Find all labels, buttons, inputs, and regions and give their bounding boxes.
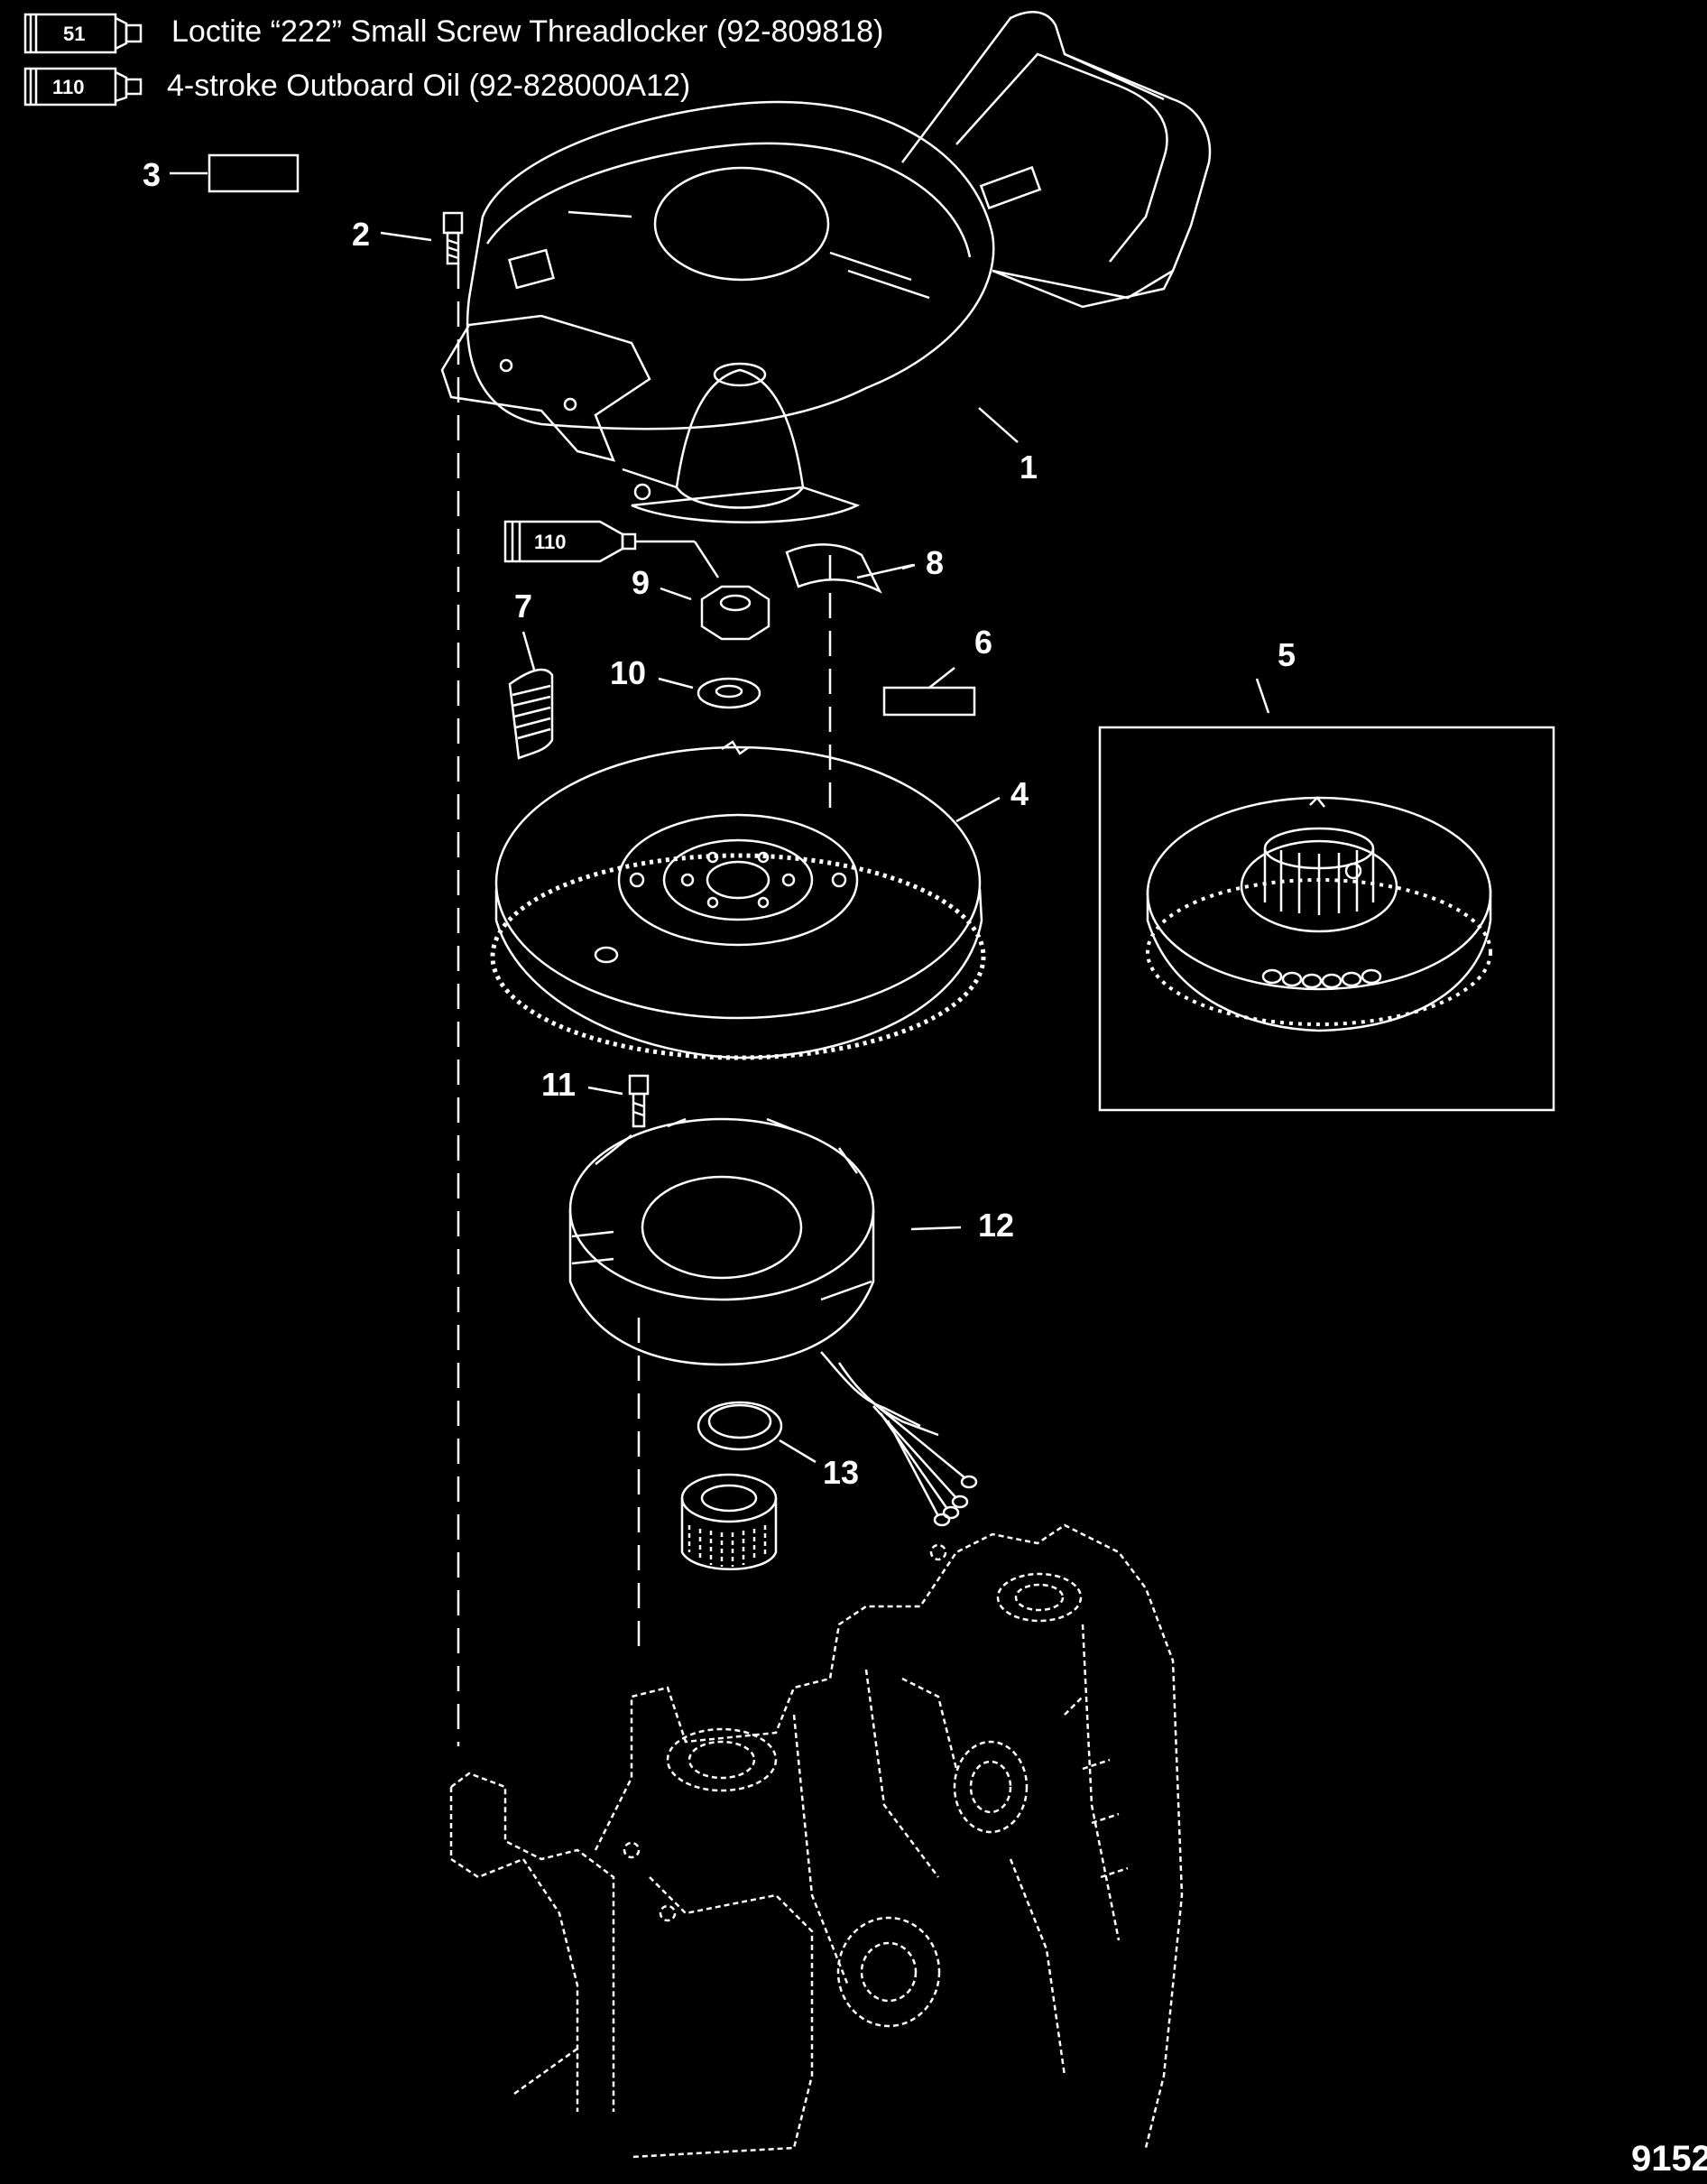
callout-5: 5 (1278, 636, 1296, 673)
part-7-segment (508, 631, 554, 760)
callout-9: 9 (632, 564, 651, 601)
engine-block (449, 1523, 1184, 2159)
drive-gear (680, 1473, 778, 1570)
part-11-screw (587, 1074, 650, 1128)
callout-6: 6 (974, 624, 993, 661)
part-4-flywheel (490, 740, 1001, 1060)
part-2-screw (380, 211, 464, 265)
callout-12: 12 (978, 1207, 1015, 1244)
callout-2: 2 (352, 216, 371, 253)
part-9-nut (660, 585, 770, 641)
legend-text-outboard-oil: 4-stroke Outboard Oil (92-828000A12) (167, 69, 691, 103)
part-10-washer (658, 677, 761, 709)
callout-4: 4 (1010, 775, 1029, 812)
callout-10: 10 (610, 654, 647, 691)
part-8-key (785, 543, 914, 594)
callout-13: 13 (823, 1454, 860, 1491)
callout-7: 7 (514, 588, 533, 625)
part-5-inset (1098, 678, 1555, 1112)
figure-id: 9152 (1631, 2139, 1707, 2179)
legend-tube-110-number: 110 (52, 76, 85, 98)
legend-tube-51-number: 51 (63, 23, 85, 45)
part-1-flywheel-cover (440, 11, 1212, 523)
tube-110-icon (503, 520, 720, 578)
legend-tube-icon-110 (23, 67, 143, 106)
callout-8: 8 (926, 544, 945, 581)
callout-11: 11 (541, 1066, 577, 1103)
callout-1: 1 (1020, 449, 1038, 486)
legend-tube-icon-51 (23, 13, 143, 54)
part-12-stator (568, 1117, 978, 1527)
part-13-seal (697, 1401, 817, 1464)
part-6-label-box (882, 686, 976, 717)
callout-3: 3 (143, 156, 161, 193)
legend-text-threadlocker: Loctite “222” Small Screw Threadlocker (… (171, 14, 884, 49)
tube-110-label: 110 (534, 531, 567, 553)
part-3-label-box (208, 153, 300, 193)
